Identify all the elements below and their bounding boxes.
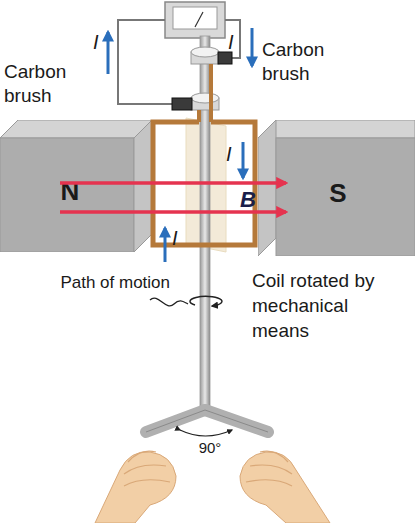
pole-label: N (45, 176, 95, 206)
slip-ring-top (191, 47, 219, 57)
shaft (200, 36, 210, 412)
carbon-brush (218, 52, 232, 64)
crank-edge (146, 410, 268, 432)
pole-label: S (313, 178, 363, 208)
magnet-pole: N (0, 120, 152, 252)
magnet-pole: S (258, 120, 415, 256)
current-arrow (107, 32, 110, 74)
callout-label: 90° (190, 438, 230, 457)
left-hand-fingers (124, 451, 170, 486)
current-arrow (251, 28, 254, 66)
callout-label: Carbon brush (262, 38, 340, 86)
magnet-front (276, 138, 415, 256)
left-hand (95, 452, 176, 523)
symbol-label: B (240, 186, 264, 214)
callout-label: Carbon brush (4, 60, 82, 108)
meter-case (165, 2, 225, 38)
current-arrow (164, 228, 167, 262)
callout-label: Coil rotated by mechanical means (252, 268, 387, 343)
magnet-top (0, 120, 152, 138)
slip-ring-top (191, 93, 219, 103)
symbol-label: I (226, 142, 246, 167)
magnet-pole-face (134, 120, 152, 252)
magnet-block (0, 120, 152, 252)
meter-face (173, 7, 217, 29)
magnet-pole-face (258, 120, 276, 256)
leader-line (150, 298, 188, 306)
symbol-label: I (93, 30, 113, 55)
left-wire (118, 20, 172, 104)
magnet-block (258, 120, 415, 256)
symbol-label: I (172, 226, 192, 251)
magnet-top (258, 120, 415, 138)
callout-label: Path of motion (40, 272, 170, 293)
meter-needle (195, 12, 203, 27)
current-arrow (242, 142, 245, 178)
coil-lead (209, 64, 213, 122)
carbon-brush (172, 98, 192, 110)
field-arrow (60, 181, 286, 185)
magnet-front (0, 138, 134, 252)
right-hand (240, 452, 330, 523)
rotation-arrow (190, 296, 222, 306)
right-hand-fingers (246, 451, 292, 486)
symbol-label: I (228, 30, 248, 55)
angle-arc (180, 430, 232, 436)
